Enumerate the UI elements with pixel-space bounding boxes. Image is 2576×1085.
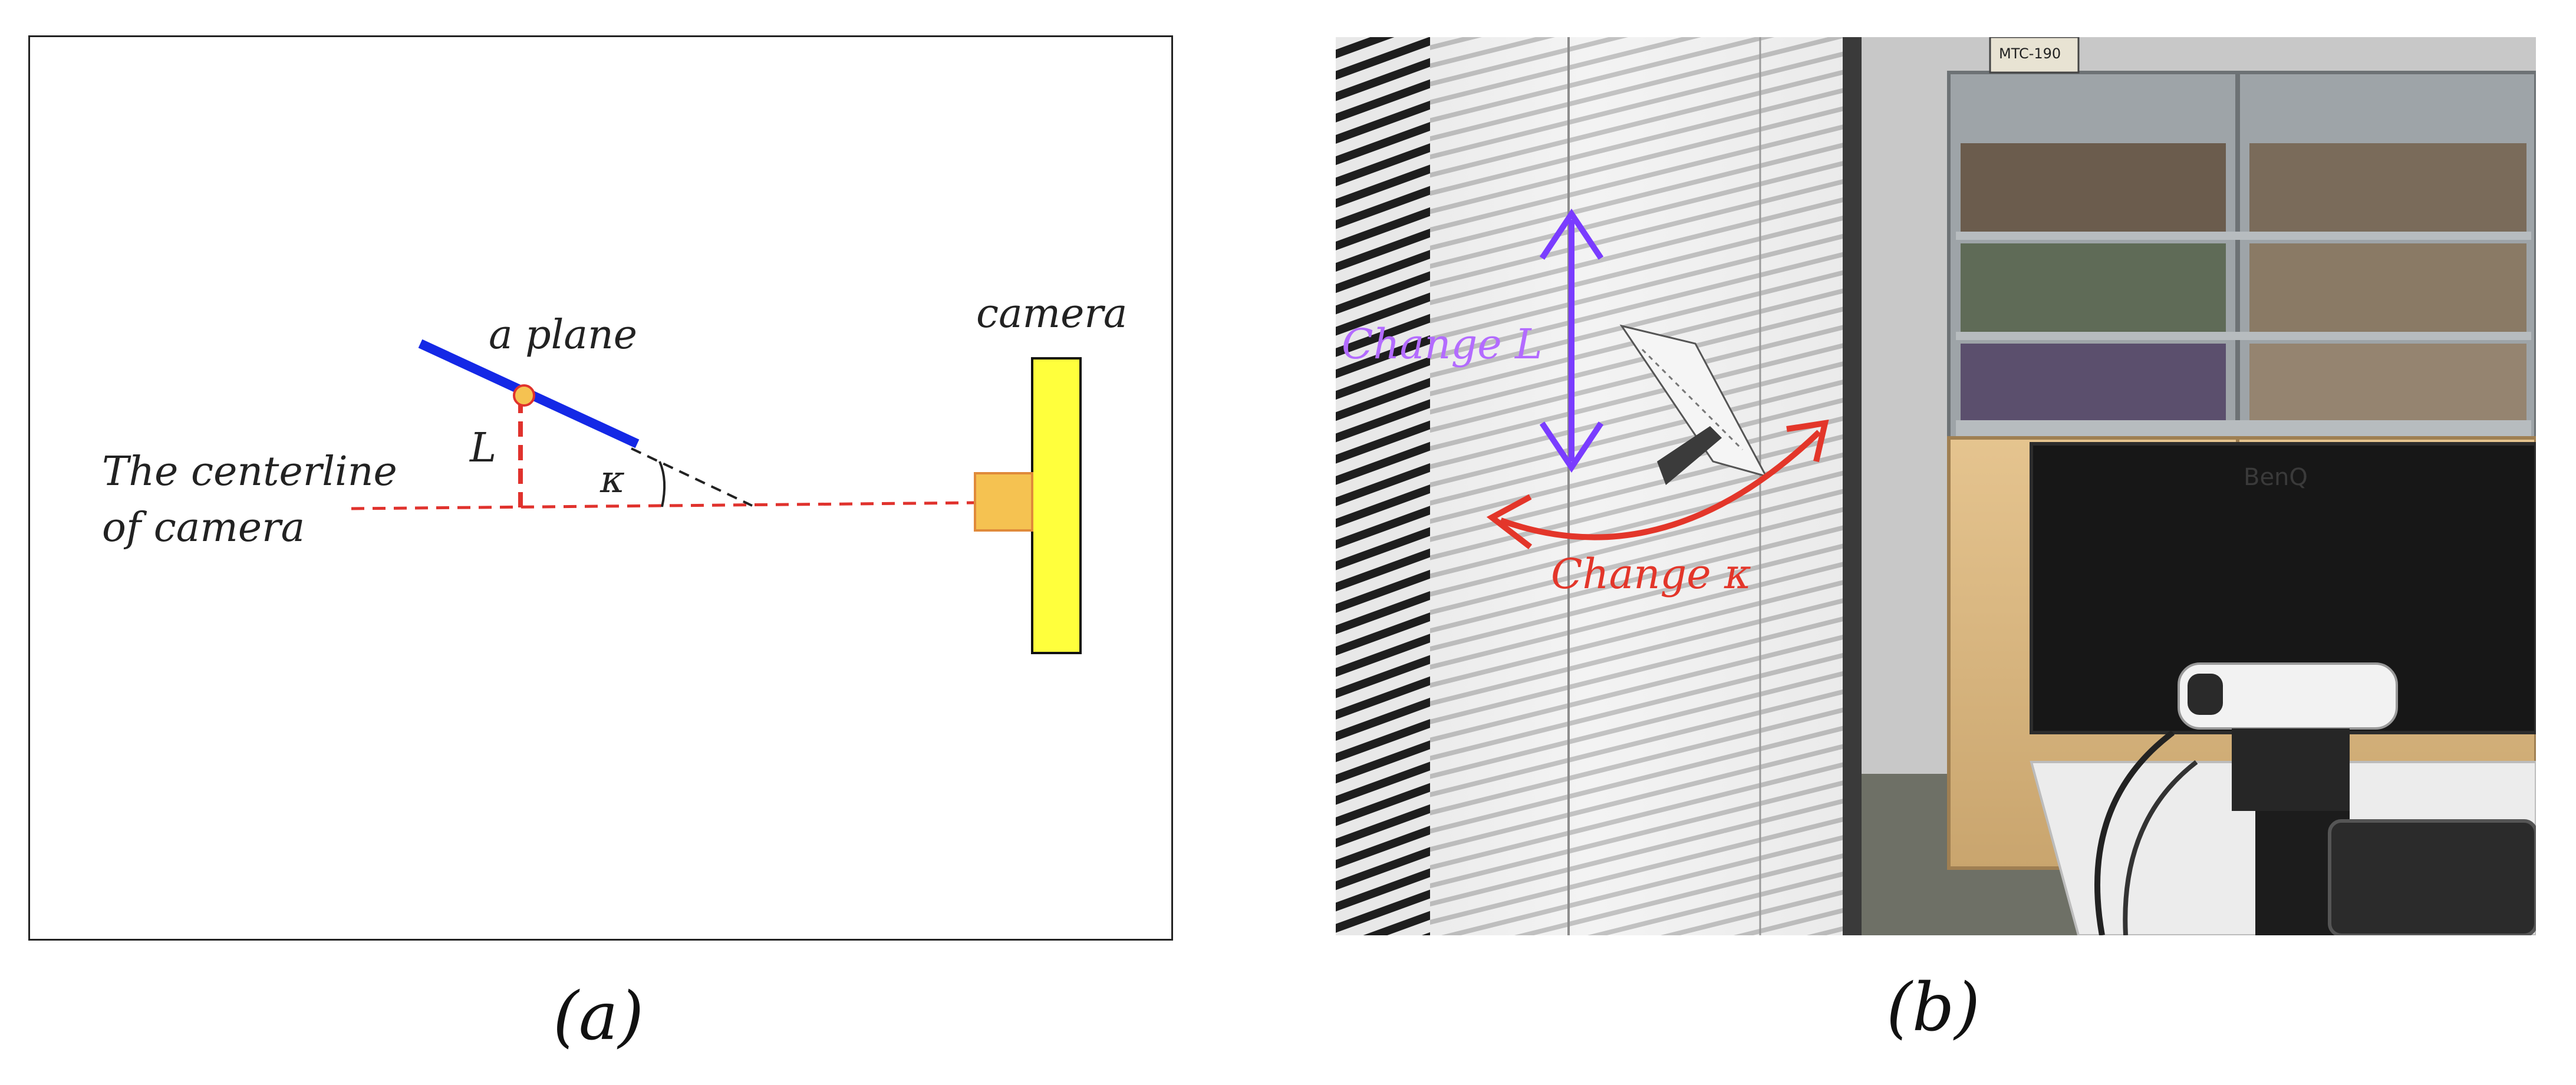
- blinds-dark-edge: [1336, 37, 1430, 935]
- distance-symbol: L: [469, 425, 496, 471]
- change-l-label: Change L: [1342, 320, 1542, 368]
- camera-body: [1031, 357, 1082, 654]
- plane-pivot-point: [513, 384, 535, 407]
- window-frame: [1843, 37, 1862, 935]
- top-shelf-box: [1989, 37, 2080, 74]
- change-l-arrow: [1539, 208, 1604, 473]
- camera-label: camera: [976, 291, 1127, 337]
- angle-symbol: κ: [599, 458, 625, 502]
- caption-b: (b): [1886, 969, 1981, 1046]
- caption-a: (a): [553, 978, 644, 1055]
- plane-label: a plane: [489, 312, 637, 358]
- tablet: [2328, 819, 2536, 935]
- change-kappa-label: Change κ: [1551, 550, 1751, 598]
- photo-scene: MTC-190 BenQ Change L: [1336, 37, 2536, 935]
- schematic-panel: a plane camera The centerline of camera …: [28, 35, 1173, 941]
- plane-mount-arm: [1657, 426, 1722, 485]
- shelf-tag: MTC-190: [1999, 45, 2061, 62]
- monitor-brand: BenQ: [2244, 464, 2308, 491]
- plane-extension-line: [631, 447, 753, 507]
- centerline-label-line2: of camera: [102, 504, 305, 551]
- angle-kappa-arc: [658, 461, 666, 507]
- schematic-drawing: a plane camera The centerline of camera …: [102, 291, 1127, 654]
- tripod-head: [2232, 728, 2350, 811]
- experiment-photo: MTC-190 BenQ Change L: [1336, 37, 2536, 935]
- camera-lens: [974, 472, 1033, 532]
- camera-centerline: [351, 501, 977, 510]
- change-kappa-arrow: [1486, 419, 1829, 549]
- camera-cable: [2094, 730, 2175, 935]
- centerline-label-line1: The centerline: [102, 448, 397, 495]
